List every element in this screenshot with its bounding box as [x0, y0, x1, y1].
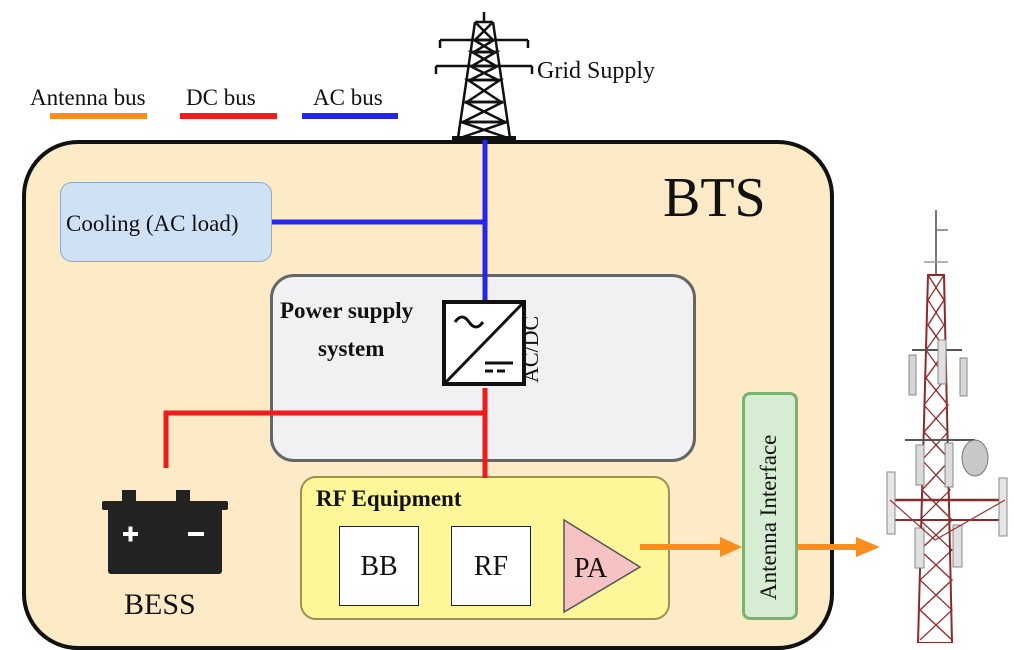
antenna-interface-box — [742, 392, 798, 620]
ac-dc-converter-icon — [442, 300, 526, 386]
dc-bus-wires — [163, 388, 488, 478]
legend-ac-bus-label: AC bus — [313, 85, 383, 110]
rf-label: RF — [473, 551, 509, 582]
cell-tower-icon — [886, 210, 1008, 643]
legend-dc-bus-label: DC bus — [186, 85, 256, 110]
bts-title: BTS — [663, 167, 766, 229]
transmission-tower-icon — [434, 12, 534, 140]
grid-supply-label: Grid Supply — [537, 58, 656, 84]
rf-equipment-title: RF Equipment — [316, 486, 462, 511]
ac-dc-label: AC/DC — [518, 315, 543, 383]
bb-label: BB — [360, 551, 398, 582]
ac-bus-wires — [272, 138, 488, 302]
power-supply-label-line2: system — [318, 336, 385, 361]
bess-label: BESS — [124, 588, 196, 621]
rf-block: RF — [451, 526, 531, 606]
pa-label: PA — [574, 553, 608, 584]
bb-block: BB — [339, 526, 419, 606]
power-supply-label-line1: Power supply — [280, 298, 414, 323]
antenna-bus-arrows — [640, 537, 880, 557]
cooling-box — [60, 182, 272, 262]
pa-amplifier-shape — [563, 518, 642, 614]
legend-antenna-bus-label: Antenna bus — [30, 85, 146, 110]
antenna-interface-label: Antenna Interface — [756, 434, 781, 600]
battery-icon — [102, 490, 228, 574]
cooling-label: Cooling (AC load) — [66, 211, 239, 236]
